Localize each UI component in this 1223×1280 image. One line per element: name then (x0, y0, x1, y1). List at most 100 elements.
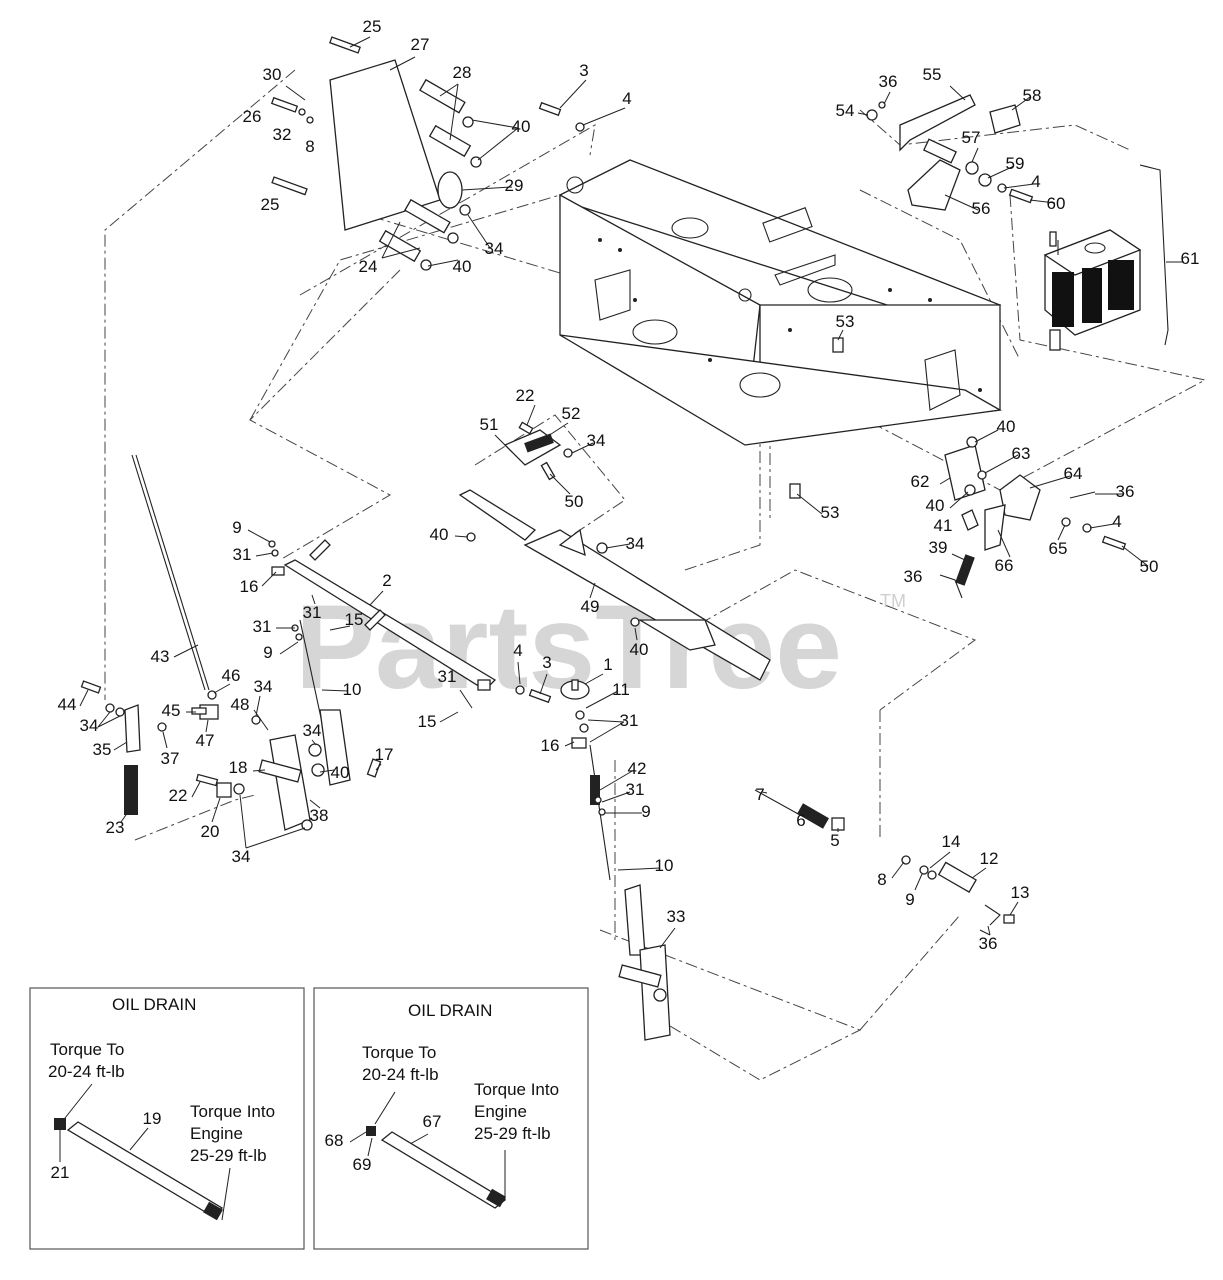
part-callout-15: 15 (345, 610, 364, 629)
part-callout-40: 40 (453, 257, 472, 276)
torque-into-label: Torque Into (474, 1080, 559, 1099)
part-callout-50: 50 (1140, 557, 1159, 576)
part-callout-9: 9 (905, 890, 914, 909)
leader-lines (79, 36, 1184, 949)
part-callout-8: 8 (305, 137, 314, 156)
cross-rod (283, 539, 590, 704)
part-callout-19: 19 (143, 1109, 162, 1128)
fasteners-misc (538, 101, 1057, 924)
part-callout-40: 40 (997, 417, 1016, 436)
part-callout-45: 45 (162, 701, 181, 720)
part-callout-52: 52 (562, 404, 581, 423)
part-callout-69: 69 (353, 1155, 372, 1174)
part-callout-3: 3 (579, 61, 588, 80)
part-callout-51: 51 (480, 415, 499, 434)
part-callout-44: 44 (58, 695, 77, 714)
battery (1043, 229, 1142, 351)
part-callout-43: 43 (151, 647, 170, 666)
part-callout-39: 39 (929, 538, 948, 557)
part-callout-66: 66 (995, 556, 1014, 575)
part-callout-15: 15 (418, 712, 437, 731)
part-callout-34: 34 (303, 721, 322, 740)
part-callout-32: 32 (273, 125, 292, 144)
mounting-plate-upper-left (270, 36, 482, 271)
part-callout-64: 64 (1064, 464, 1083, 483)
part-callout-68: 68 (325, 1131, 344, 1150)
part-callout-31: 31 (620, 711, 639, 730)
part-callout-40: 40 (512, 117, 531, 136)
oil-drain-inset-right: OIL DRAIN Torque To 20-24 ft-lb Torque I… (313, 987, 589, 1250)
part-callout-9: 9 (641, 802, 650, 821)
torque-into-engine: Engine (190, 1124, 243, 1143)
left-link-assembly (251, 540, 382, 831)
part-callout-4: 4 (513, 641, 522, 660)
torque-into-label: Torque Into (190, 1102, 275, 1121)
part-callout-63: 63 (1012, 444, 1031, 463)
part-callout-40: 40 (630, 640, 649, 659)
part-callout-23: 23 (106, 818, 125, 837)
part-callout-37: 37 (161, 749, 180, 768)
part-callout-13: 13 (1011, 883, 1030, 902)
part-callout-18: 18 (229, 758, 248, 777)
part-callout-31: 31 (233, 545, 252, 564)
part-callout-46: 46 (222, 666, 241, 685)
part-callout-31: 31 (253, 617, 272, 636)
part-callout-33: 33 (667, 907, 686, 926)
part-callout-40: 40 (430, 525, 449, 544)
part-callout-42: 42 (628, 759, 647, 778)
shift-rod (131, 454, 210, 691)
part-callout-59: 59 (1006, 154, 1025, 173)
part-callout-34: 34 (232, 847, 251, 866)
part-callout-7: 7 (755, 785, 764, 804)
part-callout-9: 9 (232, 518, 241, 537)
torque-into-engine: Engine (474, 1102, 527, 1121)
part-callout-54: 54 (836, 101, 855, 120)
part-callout-20: 20 (201, 822, 220, 841)
part-callout-60: 60 (1047, 194, 1066, 213)
torque-to-value: 20-24 ft-lb (48, 1062, 125, 1081)
part-callout-6: 6 (796, 811, 805, 830)
part-callout-38: 38 (310, 806, 329, 825)
part-callout-34: 34 (254, 677, 273, 696)
part-callout-8: 8 (877, 870, 886, 889)
part-callout-53: 53 (821, 503, 840, 522)
part-callout-30: 30 (263, 65, 282, 84)
part-callout-58: 58 (1023, 86, 1042, 105)
spring-bracket (503, 421, 573, 481)
part-callout-4: 4 (1112, 512, 1121, 531)
part-callout-48: 48 (231, 695, 250, 714)
part-callout-4: 4 (1031, 172, 1040, 191)
part-callout-40: 40 (331, 763, 350, 782)
part-callout-34: 34 (80, 716, 99, 735)
part-callout-21: 21 (51, 1163, 70, 1182)
part-callout-61: 61 (1181, 249, 1200, 268)
part-callout-16: 16 (541, 736, 560, 755)
part-callout-57: 57 (962, 128, 981, 147)
center-link-assembly (571, 710, 671, 1041)
inset-title: OIL DRAIN (112, 995, 196, 1014)
torque-into-value: 25-29 ft-lb (474, 1124, 551, 1143)
part-callout-62: 62 (911, 472, 930, 491)
part-callout-12: 12 (980, 849, 999, 868)
part-callout-55: 55 (923, 65, 942, 84)
part-callout-34: 34 (485, 239, 504, 258)
chassis-frame (559, 159, 1002, 446)
part-callout-40: 40 (926, 496, 945, 515)
part-callout-22: 22 (516, 386, 535, 405)
part-callout-50: 50 (565, 492, 584, 511)
part-callout-41: 41 (934, 516, 953, 535)
inset-title: OIL DRAIN (408, 1001, 492, 1020)
part-callout-28: 28 (453, 63, 472, 82)
part-callout-9: 9 (263, 643, 272, 662)
part-callout-65: 65 (1049, 539, 1068, 558)
part-callout-47: 47 (196, 731, 215, 750)
brake-handle-assembly (866, 94, 1034, 211)
part-callout-14: 14 (942, 832, 961, 851)
part-callout-10: 10 (655, 856, 674, 875)
part-callout-2: 2 (382, 571, 391, 590)
torque-to-label: Torque To (362, 1043, 436, 1062)
torque-to-value: 20-24 ft-lb (362, 1065, 439, 1084)
part-callout-10: 10 (343, 680, 362, 699)
part-callout-36: 36 (1116, 482, 1135, 501)
